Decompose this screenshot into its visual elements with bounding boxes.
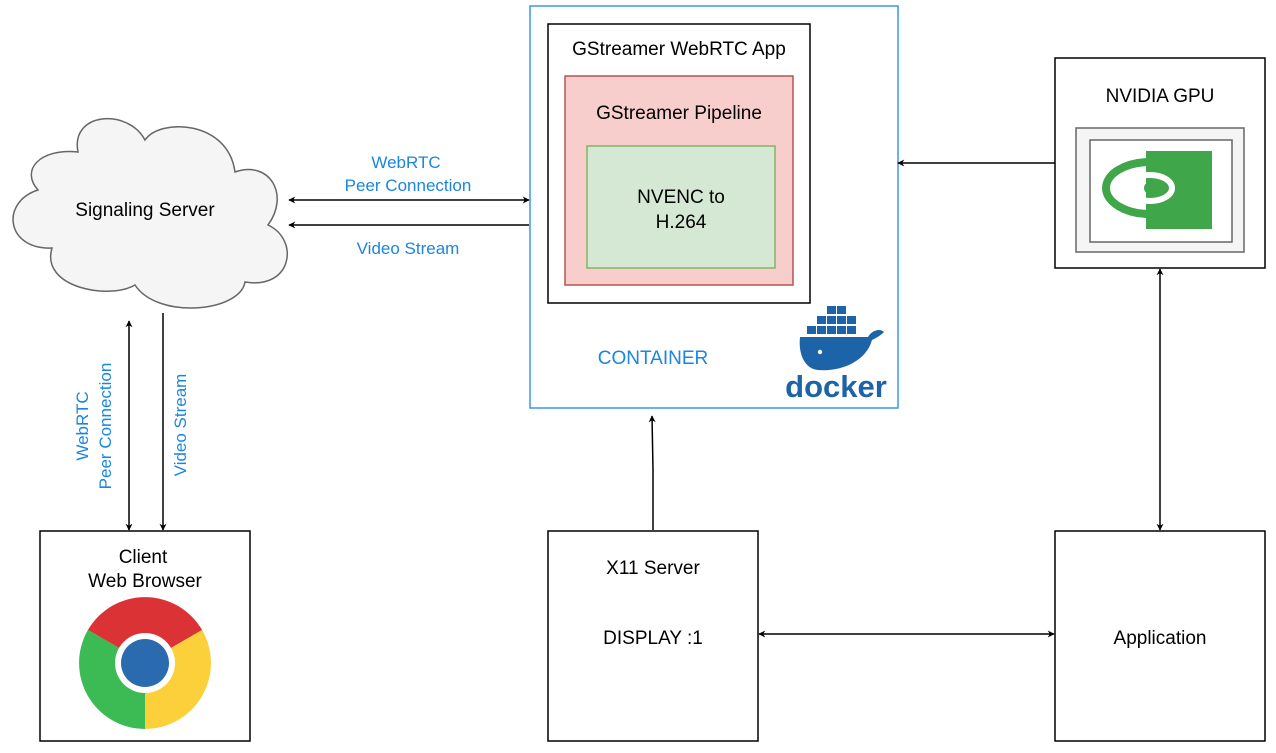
client-browser-node: Client Web Browser: [39, 530, 251, 742]
x11-server-label: X11 Server: [606, 558, 700, 579]
nvenc-label-line2: H.264: [656, 212, 707, 233]
nvenc-box: [586, 145, 776, 269]
container-label: CONTAINER: [598, 348, 708, 369]
edge-label-vertical-webrtc-line2: Peer Connection: [96, 363, 115, 490]
nvenc-label-line1: NVENC to: [637, 187, 725, 208]
edge-label-vertical-video-stream: Video Stream: [171, 374, 190, 477]
chrome-icon: [79, 597, 211, 729]
client-label-line1: Client: [119, 547, 168, 568]
gstreamer-pipeline-label: GStreamer Pipeline: [596, 103, 762, 124]
signaling-server-label: Signaling Server: [75, 200, 215, 221]
x11-server-node: X11 Server DISPLAY :1: [547, 530, 759, 742]
nvidia-icon: [1075, 127, 1245, 253]
edge-label-video-stream: Video Stream: [357, 239, 460, 258]
application-node: Application: [1054, 530, 1266, 742]
application-box: [1054, 530, 1266, 742]
nvidia-gpu-label: NVIDIA GPU: [1106, 86, 1215, 107]
x11-server-box: [547, 530, 759, 742]
cloud-shape: [12, 118, 288, 309]
signaling-server-node: Signaling Server: [12, 118, 288, 309]
edge-label-webrtc-line1: WebRTC: [371, 153, 440, 172]
edge-x11-to-container: [648, 415, 656, 530]
docker-icon: docker: [785, 306, 887, 404]
docker-wordmark: docker: [785, 369, 887, 404]
client-label-line2: Web Browser: [88, 571, 202, 592]
container-node: GStreamer WebRTC App GStreamer Pipeline …: [529, 5, 899, 409]
application-label: Application: [1114, 628, 1207, 649]
nvidia-gpu-node: NVIDIA GPU: [1054, 57, 1266, 269]
display-label: DISPLAY :1: [603, 628, 703, 649]
edge-label-vertical-webrtc-line1: WebRTC: [73, 391, 92, 460]
edge-label-webrtc-line2: Peer Connection: [345, 176, 472, 195]
gstreamer-app-label: GStreamer WebRTC App: [572, 39, 786, 60]
